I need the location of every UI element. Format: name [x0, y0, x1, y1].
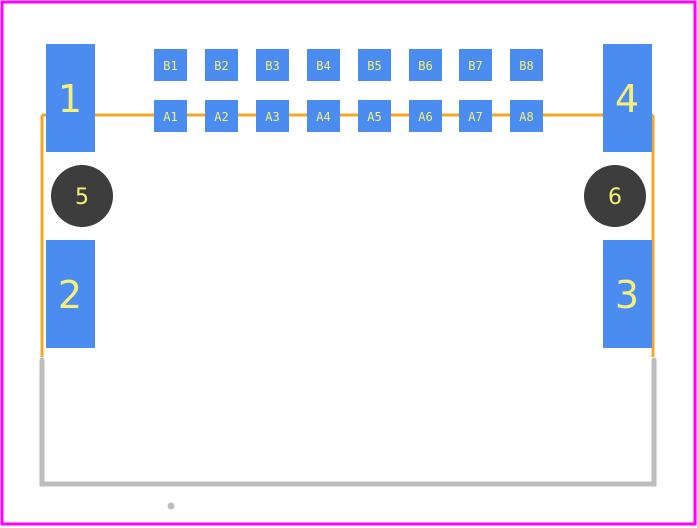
mounting-pad-2: 2 [46, 240, 95, 348]
origin-marker-dot [167, 502, 175, 510]
signal-pad-b8: B8 [510, 49, 543, 81]
pad-row-a: A1 A2 A3 A4 A5 A6 A7 A8 [154, 100, 543, 132]
signal-pad-a6: A6 [409, 100, 442, 132]
mounting-pad-4: 4 [603, 44, 652, 152]
signal-pad-b2-label: B2 [214, 59, 228, 73]
hole-6: 6 [584, 165, 646, 227]
mounting-pad-2-label: 2 [58, 273, 82, 317]
signal-pad-a1: A1 [154, 100, 187, 132]
mounting-pad-1-label: 1 [58, 77, 82, 121]
signal-pad-b4: B4 [307, 49, 340, 81]
signal-pad-a4: A4 [307, 100, 340, 132]
signal-pad-b4-label: B4 [316, 59, 330, 73]
signal-pad-b5-label: B5 [367, 59, 381, 73]
signal-pad-a2-label: A2 [214, 110, 228, 124]
signal-pad-b8-label: B8 [519, 59, 533, 73]
signal-pad-b6: B6 [409, 49, 442, 81]
signal-pad-b5: B5 [358, 49, 391, 81]
signal-pad-a3: A3 [256, 100, 289, 132]
signal-pad-a8-label: A8 [519, 110, 533, 124]
signal-pad-a8: A8 [510, 100, 543, 132]
signal-pad-b1-label: B1 [163, 59, 177, 73]
silk-bottom-outline [39, 357, 657, 487]
signal-pad-a1-label: A1 [163, 110, 177, 124]
hole-5: 5 [51, 165, 113, 227]
signal-pad-b6-label: B6 [418, 59, 432, 73]
signal-pad-b2: B2 [205, 49, 238, 81]
signal-pad-a2: A2 [205, 100, 238, 132]
hole-6-label: 6 [608, 185, 622, 210]
signal-pad-a6-label: A6 [418, 110, 432, 124]
signal-pad-a7-label: A7 [468, 110, 482, 124]
hole-5-label: 5 [75, 185, 89, 210]
signal-pad-b3: B3 [256, 49, 289, 81]
mounting-pad-1: 1 [46, 44, 95, 152]
signal-pad-b1: B1 [154, 49, 187, 81]
mounting-pad-3: 3 [603, 240, 652, 348]
signal-pad-b3-label: B3 [265, 59, 279, 73]
pad-row-b: B1 B2 B3 B4 B5 B6 B7 B8 [154, 49, 543, 81]
signal-pad-b7: B7 [459, 49, 492, 81]
mounting-pad-4-label: 4 [615, 77, 639, 121]
signal-pad-b7-label: B7 [468, 59, 482, 73]
mounting-pad-3-label: 3 [615, 273, 639, 317]
signal-pad-a4-label: A4 [316, 110, 330, 124]
signal-pad-a3-label: A3 [265, 110, 279, 124]
signal-pad-a5: A5 [358, 100, 391, 132]
signal-pad-a7: A7 [459, 100, 492, 132]
signal-pad-a5-label: A5 [367, 110, 381, 124]
